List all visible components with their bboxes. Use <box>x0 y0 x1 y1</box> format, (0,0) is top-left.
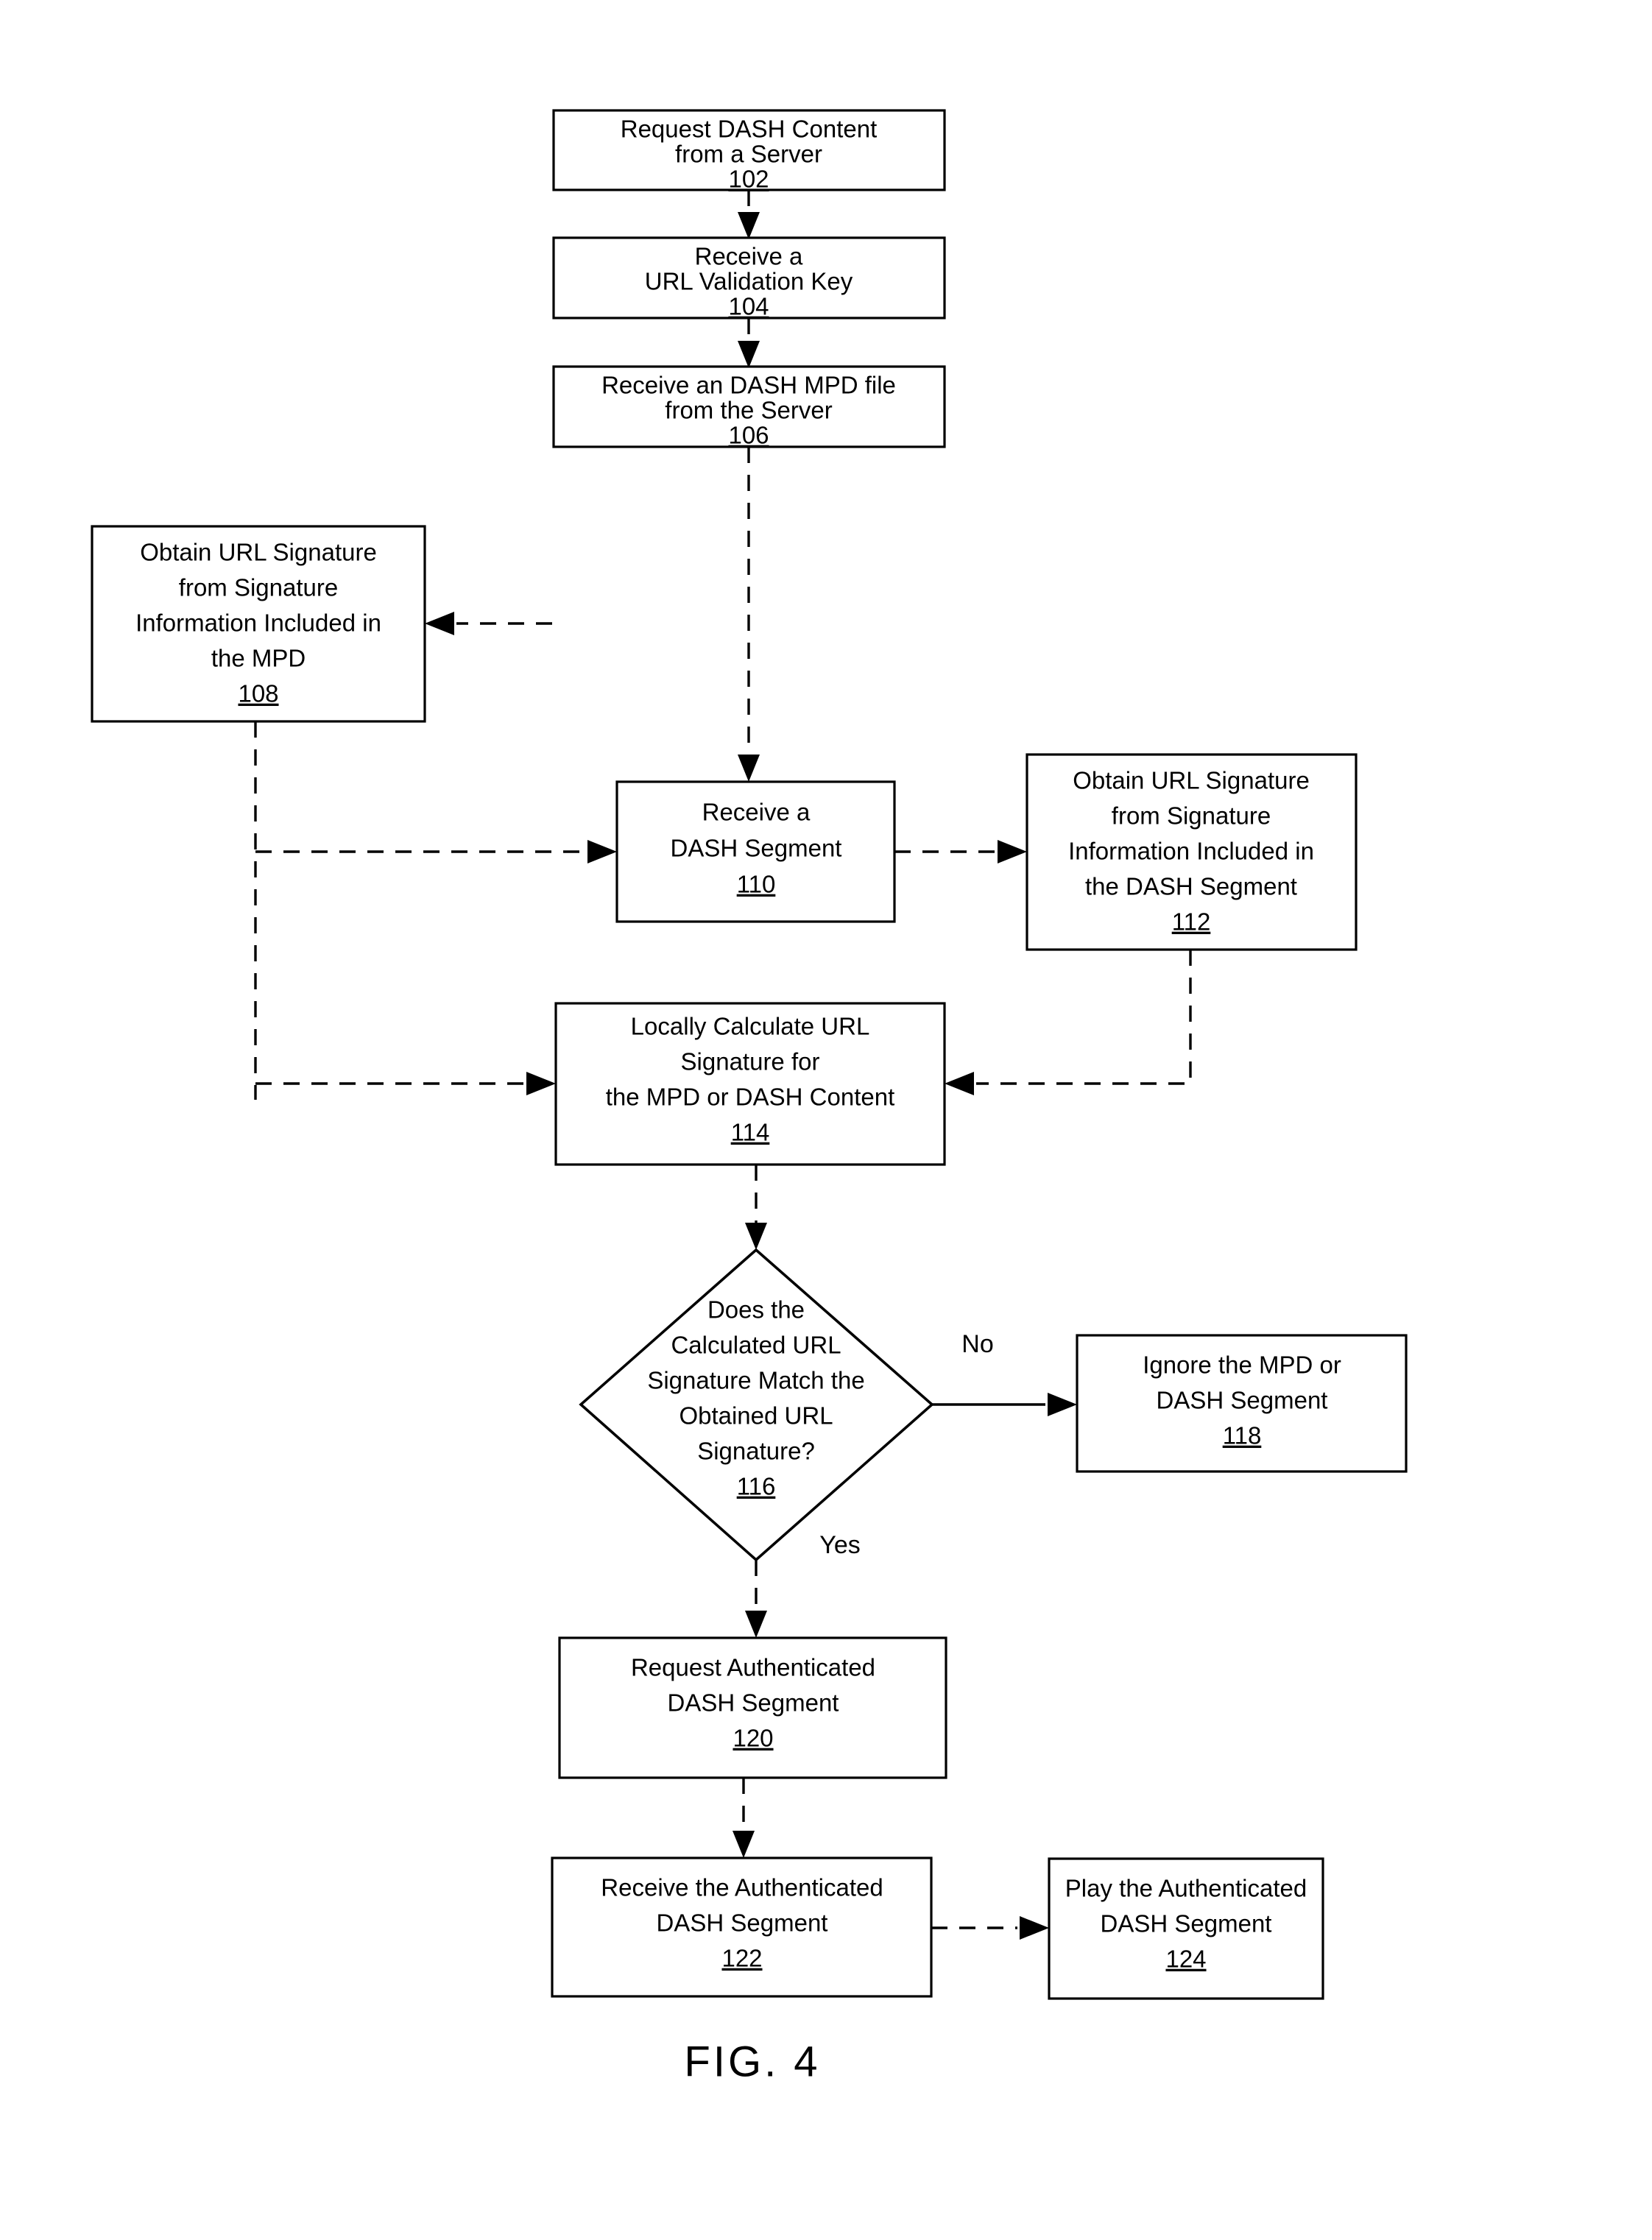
figure-caption: FIG. 4 <box>684 2038 820 2085</box>
node-114-line1: Locally Calculate URL <box>631 1013 870 1040</box>
node-114-locally-calculate-url-signature[interactable]: Locally Calculate URL Signature for the … <box>554 1002 946 1166</box>
edge-106-to-108 <box>425 612 552 635</box>
node-112-ref: 112 <box>1172 908 1211 936</box>
edge-116-to-118-no <box>932 1393 1077 1416</box>
node-114-ref: 114 <box>731 1119 770 1146</box>
node-124-line2: DASH Segment <box>1101 1910 1272 1937</box>
node-112-line2: from Signature <box>1112 802 1271 830</box>
node-122-line1: Receive the Authenticated <box>601 1874 883 1901</box>
node-120-request-authenticated-segment[interactable]: Request Authenticated DASH Segment 120 <box>558 1636 947 1779</box>
edge-108-to-110 <box>255 840 617 863</box>
node-104-line2: URL Validation Key <box>645 268 853 295</box>
node-108-line4: the MPD <box>211 645 306 672</box>
edge-112-to-114 <box>945 950 1192 1095</box>
node-112-line3: Information Included in <box>1068 838 1314 865</box>
node-120-line1: Request Authenticated <box>631 1654 875 1681</box>
node-106-ref: 106 <box>728 422 769 449</box>
edge-116-to-120-yes <box>745 1560 767 1638</box>
node-110-receive-dash-segment[interactable]: Receive a DASH Segment 110 <box>615 780 896 923</box>
node-122-receive-authenticated-segment[interactable]: Receive the Authenticated DASH Segment 1… <box>551 1856 933 1998</box>
node-124-play-authenticated-segment[interactable]: Play the Authenticated DASH Segment 124 <box>1048 1857 1324 2000</box>
node-124-line1: Play the Authenticated <box>1065 1875 1307 1902</box>
node-116-line5: Signature? <box>697 1438 815 1465</box>
node-116-ref: 116 <box>737 1473 776 1500</box>
node-102-request-dash-content[interactable]: Request DASH Content from a Server 102 <box>552 109 946 193</box>
node-110-ref: 110 <box>737 871 776 898</box>
node-120-ref: 120 <box>733 1725 773 1752</box>
node-122-line2: DASH Segment <box>657 1909 828 1937</box>
node-118-line2: DASH Segment <box>1157 1387 1328 1414</box>
node-112-line4: the DASH Segment <box>1085 873 1297 900</box>
node-116-line2: Calculated URL <box>671 1332 841 1359</box>
node-104-ref: 104 <box>728 293 769 320</box>
node-102-ref: 102 <box>728 166 769 193</box>
node-116-line1: Does the <box>707 1296 805 1324</box>
node-108-line1: Obtain URL Signature <box>140 539 377 566</box>
node-110-line2: DASH Segment <box>671 835 842 862</box>
edge-110-to-112 <box>894 840 1027 863</box>
node-118-line1: Ignore the MPD or <box>1143 1352 1341 1379</box>
node-116-line3: Signature Match the <box>647 1367 864 1394</box>
node-108-ref: 108 <box>238 680 278 707</box>
node-104-receive-url-validation-key[interactable]: Receive a URL Validation Key 104 <box>552 236 946 320</box>
node-108-obtain-url-signature-mpd[interactable]: Obtain URL Signature from Signature Info… <box>91 525 426 723</box>
node-106-receive-dash-mpd-file[interactable]: Receive an DASH MPD file from the Server… <box>552 365 946 449</box>
node-116-line4: Obtained URL <box>679 1402 833 1430</box>
node-104-line1: Receive a <box>695 243 803 270</box>
node-106-line2: from the Server <box>665 397 832 424</box>
node-106-line1: Receive an DASH MPD file <box>601 372 896 399</box>
branch-label-yes: Yes <box>819 1531 860 1559</box>
node-110-line1: Receive a <box>702 799 811 826</box>
edge-102-to-104 <box>738 190 760 239</box>
node-112-line1: Obtain URL Signature <box>1073 767 1310 794</box>
node-116-decision-signature-match[interactable]: Does the Calculated URL Signature Match … <box>579 1248 934 1562</box>
edge-106-to-110 <box>738 447 760 782</box>
node-124-ref: 124 <box>1165 1946 1206 1973</box>
edge-120-to-122 <box>733 1778 755 1858</box>
node-118-ref: 118 <box>1223 1422 1262 1449</box>
branch-label-no: No <box>961 1330 993 1358</box>
edge-104-to-106 <box>738 318 760 368</box>
node-114-line3: the MPD or DASH Content <box>606 1084 895 1111</box>
edge-108-to-114 <box>255 1072 556 1095</box>
node-108-line2: from Signature <box>179 574 338 601</box>
node-118-ignore-mpd-or-segment[interactable]: Ignore the MPD or DASH Segment 118 <box>1076 1334 1408 1473</box>
node-120-line2: DASH Segment <box>668 1689 839 1717</box>
node-114-line2: Signature for <box>681 1048 820 1075</box>
node-102-line1: Request DASH Content <box>621 116 878 143</box>
node-122-ref: 122 <box>721 1945 762 1972</box>
node-102-line2: from a Server <box>675 141 822 168</box>
node-108-line3: Information Included in <box>135 610 381 637</box>
edge-122-to-124 <box>931 1916 1049 1940</box>
edge-114-to-116 <box>745 1165 767 1250</box>
node-112-obtain-url-signature-segment[interactable]: Obtain URL Signature from Signature Info… <box>1026 753 1358 951</box>
